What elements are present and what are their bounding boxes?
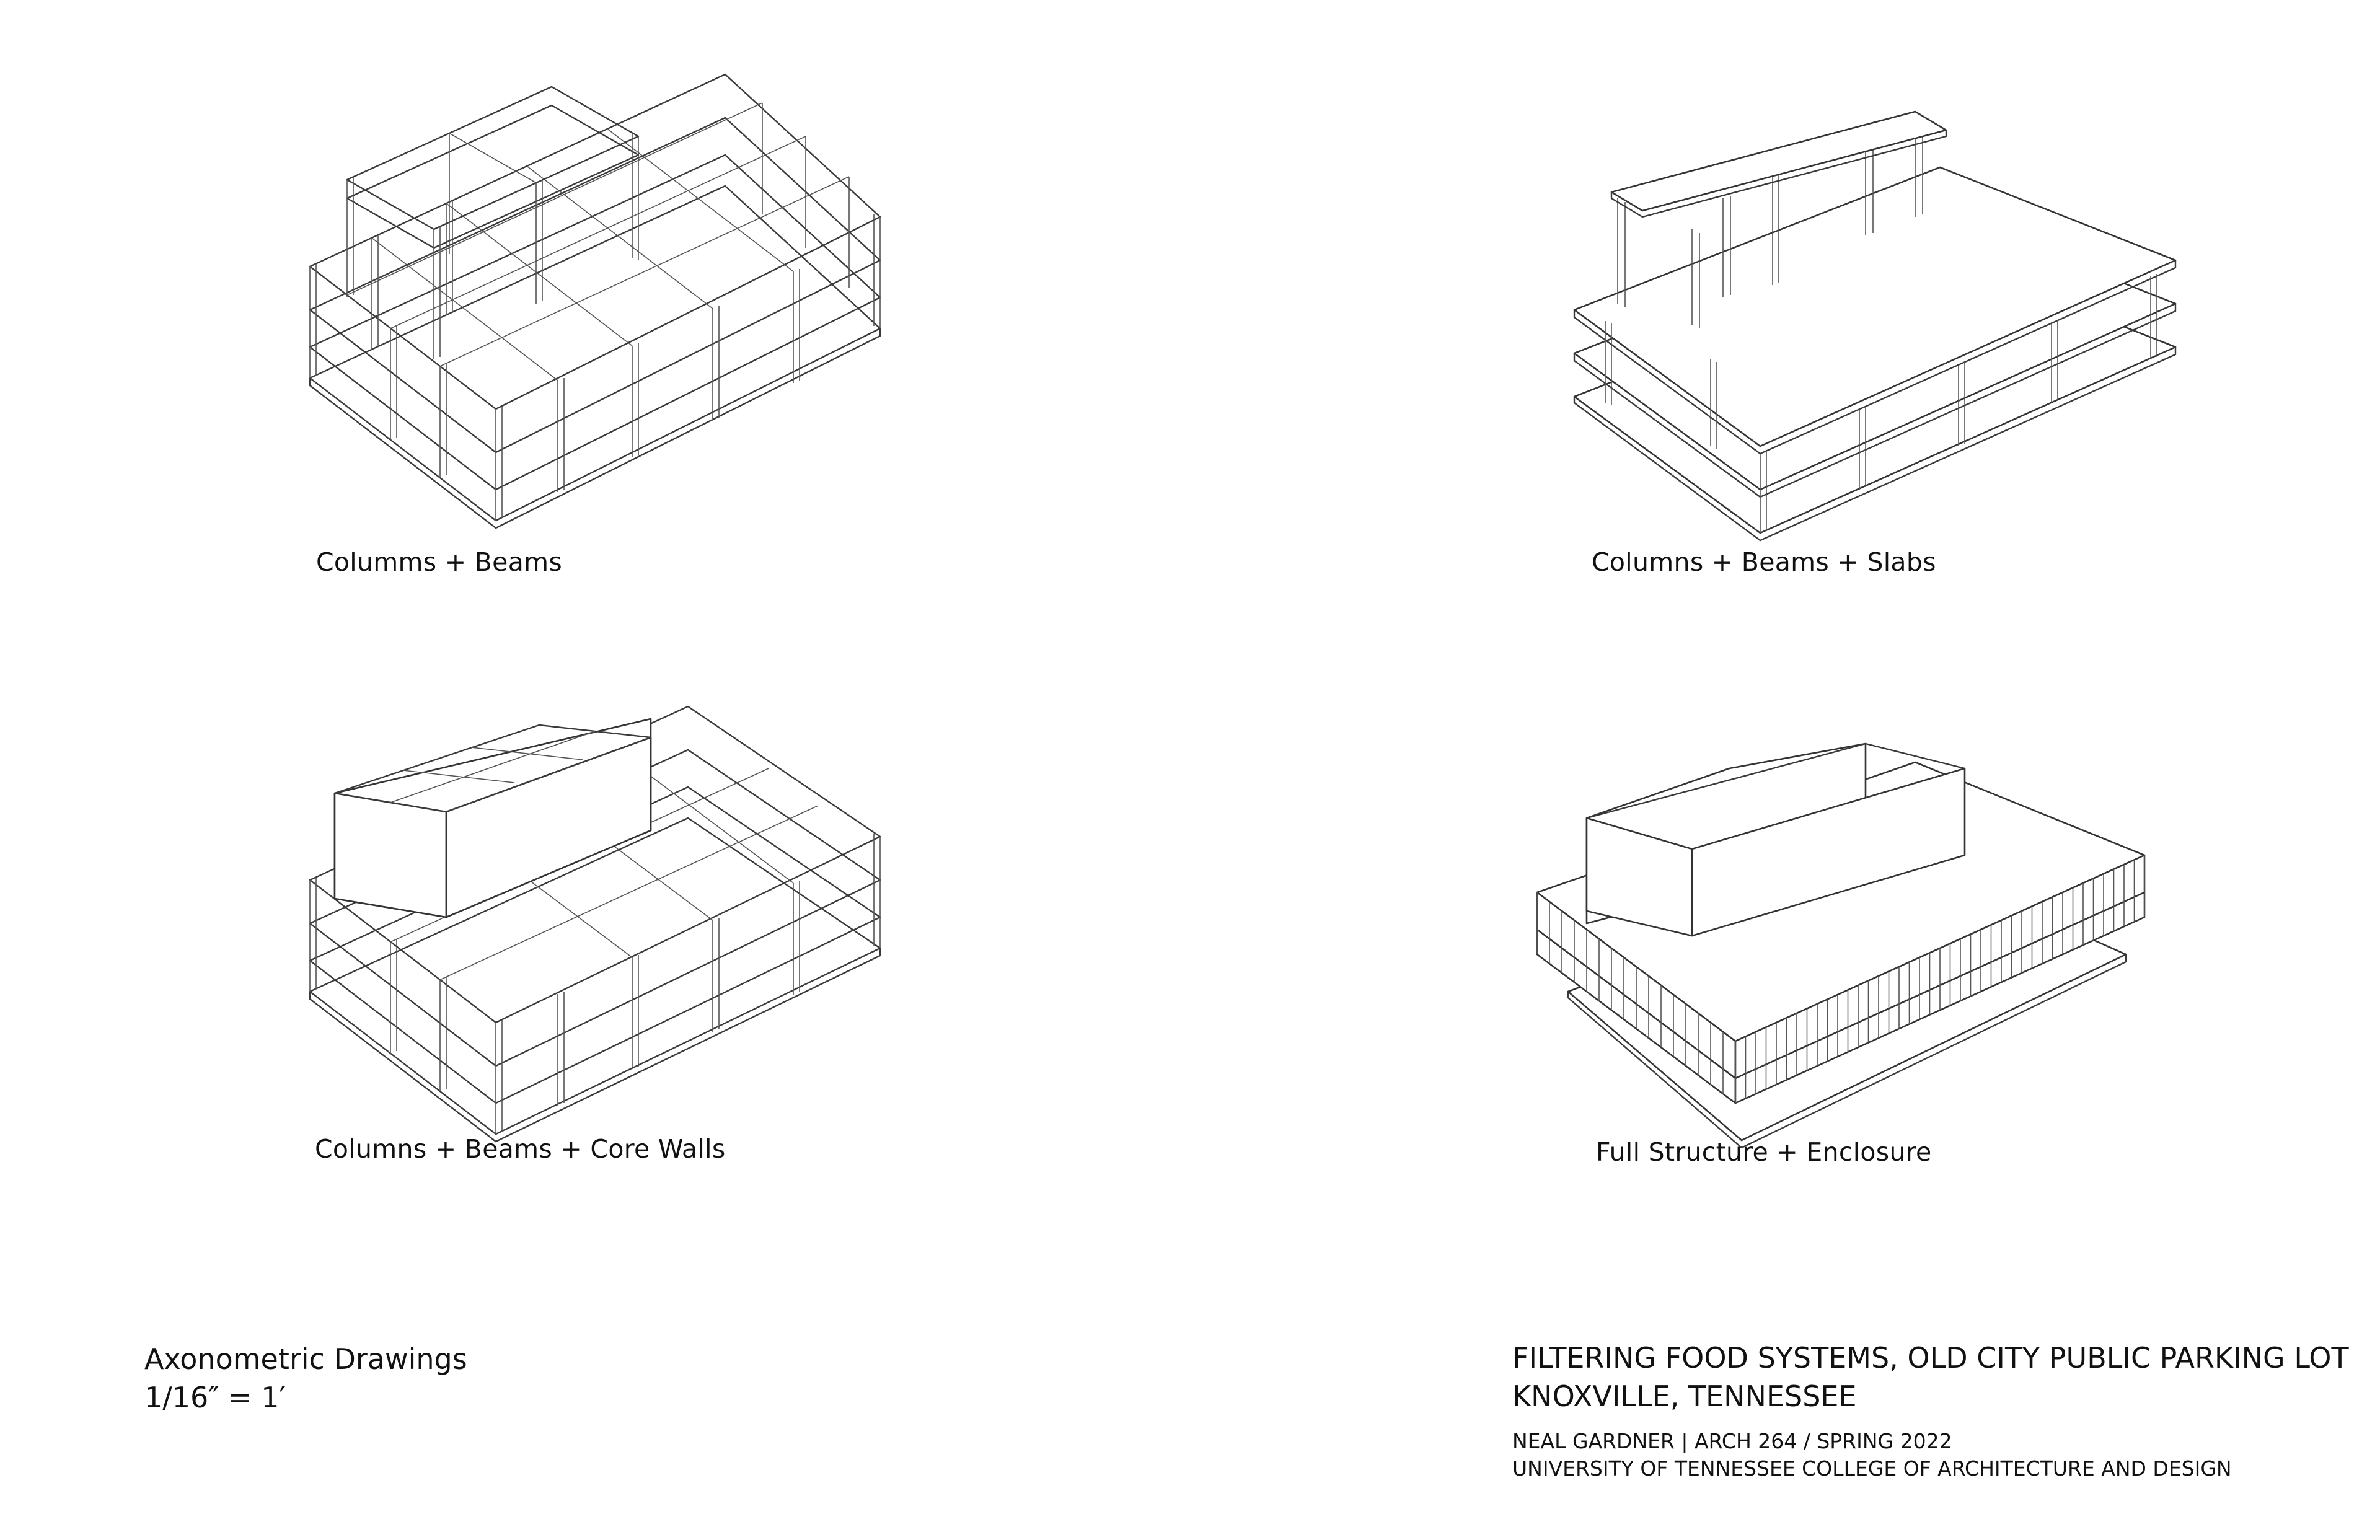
columns-beams-slabs-model xyxy=(1573,110,2177,542)
caption-columns-beams: Columms + Beams xyxy=(316,547,563,577)
axon-columns-beams xyxy=(291,73,911,533)
project-author-course: NEAL GARDNER | ARCH 264 / SPRING 2022 xyxy=(1512,1429,1952,1453)
sheet-scale: 1/16″ = 1′ xyxy=(144,1381,286,1414)
sheet-title-block: Axonometric Drawings 1/16″ = 1′ xyxy=(144,1340,467,1417)
columns-beams-core-walls-model xyxy=(309,705,881,1143)
axon-columns-beams-core-walls xyxy=(291,705,911,1146)
project-location: KNOXVILLE, TENNESSEE xyxy=(1512,1379,1857,1413)
caption-columns-beams-core-walls: Columns + Beams + Core Walls xyxy=(315,1134,726,1164)
full-structure-enclosure-model xyxy=(1536,742,2146,1149)
axon-full-structure-enclosure xyxy=(1531,731,2163,1165)
caption-columns-beams-slabs: Columns + Beams + Slabs xyxy=(1592,547,1936,577)
project-title-block: FILTERING FOOD SYSTEMS, OLD CITY PUBLIC … xyxy=(1512,1339,2349,1482)
project-institution: UNIVERSITY OF TENNESSEE COLLEGE OF ARCHI… xyxy=(1512,1456,2232,1481)
columns-beams-frame xyxy=(309,73,881,529)
axon-columns-beams-slabs xyxy=(1568,99,2188,545)
sheet-title: Axonometric Drawings xyxy=(144,1342,467,1376)
project-title: FILTERING FOOD SYSTEMS, OLD CITY PUBLIC … xyxy=(1512,1341,2349,1375)
caption-full-structure-enclosure: Full Structure + Enclosure xyxy=(1596,1137,1932,1167)
